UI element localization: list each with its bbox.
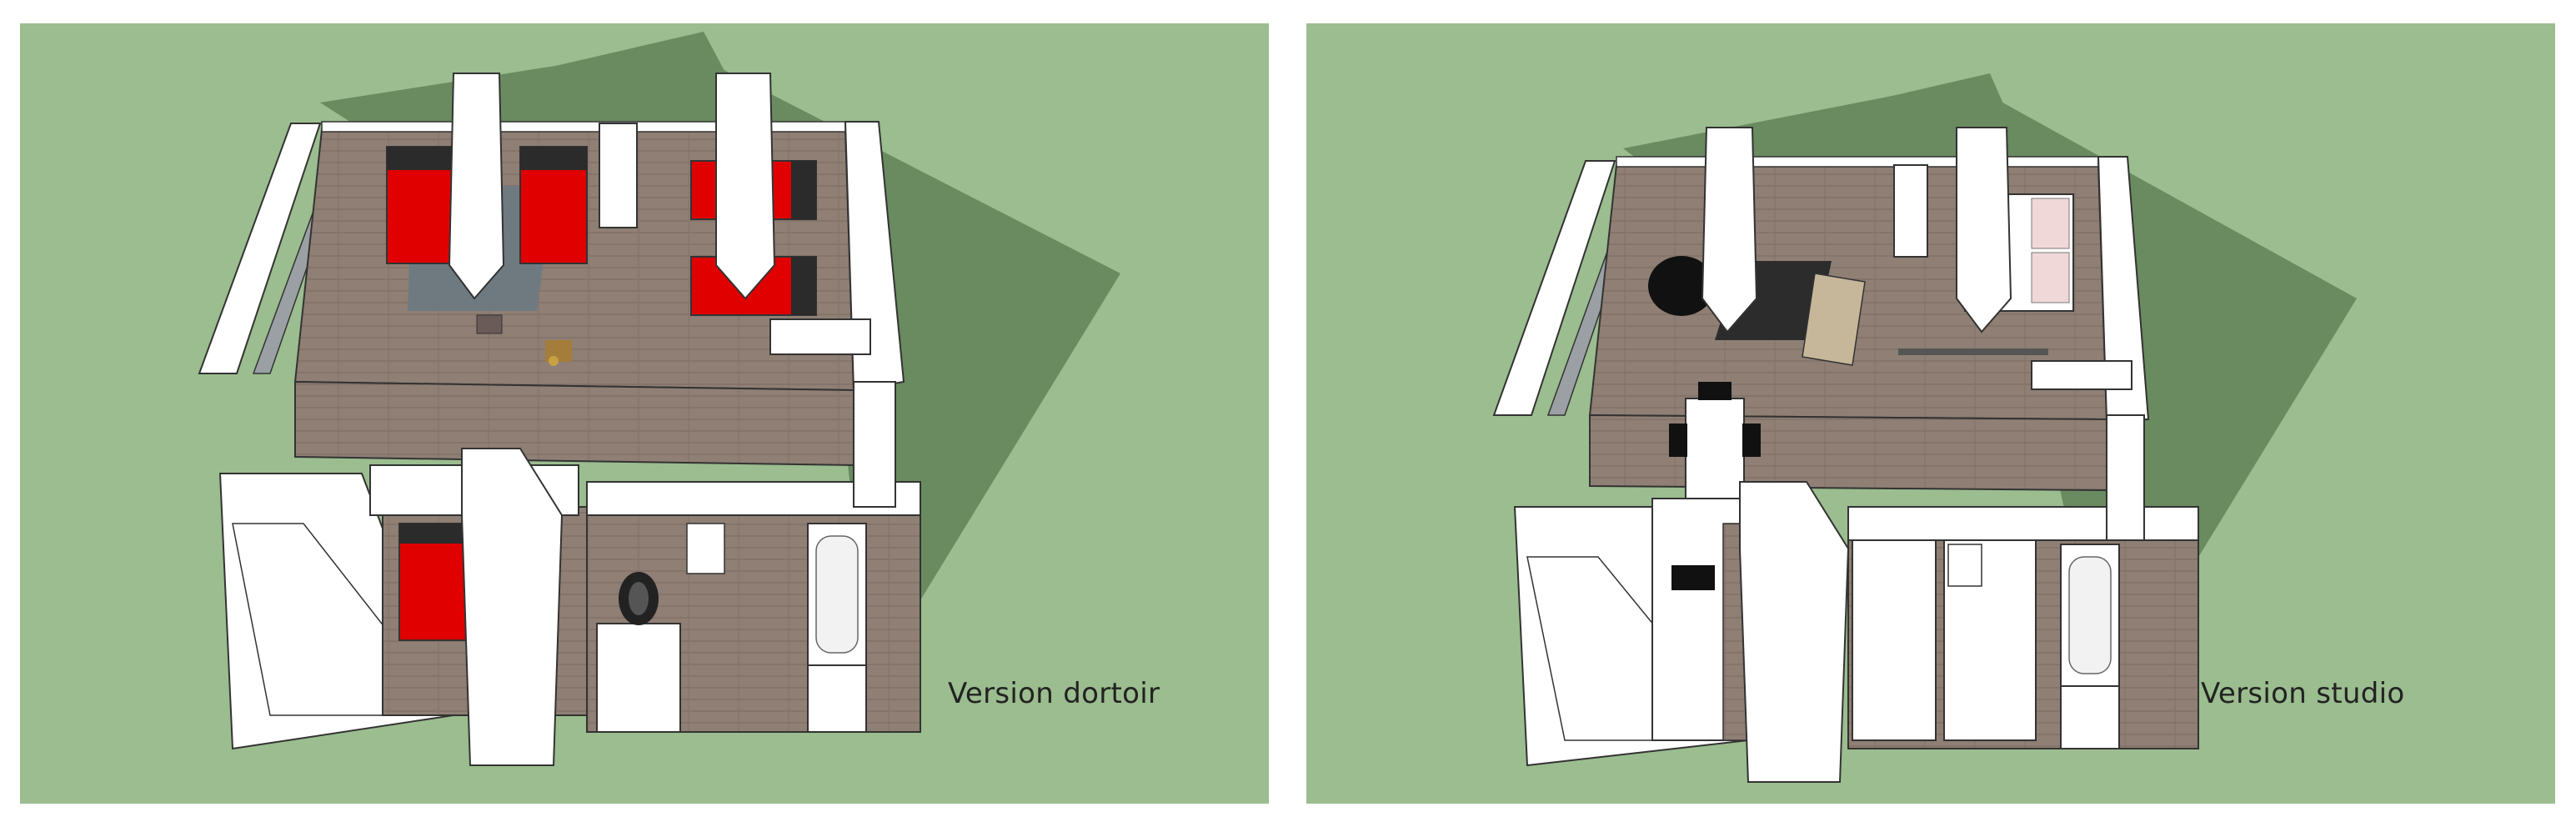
- studio-panel: Version studio: [1306, 23, 2555, 804]
- bath-step: [807, 664, 867, 733]
- bed-2: [519, 146, 588, 264]
- studio-floorplan-drawing: [1492, 73, 2357, 783]
- roof-post-bottom: [1739, 481, 1850, 783]
- caption-version-dortoir: Version dortoir: [948, 677, 1160, 710]
- right-corridor-wall: [853, 381, 896, 508]
- bathtub: [2060, 544, 2120, 687]
- toy-blocks: [545, 340, 572, 366]
- roof-post-left: [448, 73, 505, 300]
- dortoir-panel: Version dortoir: [20, 23, 1269, 804]
- left-side-wall: [198, 123, 322, 374]
- caption-version-studio: Version studio: [2201, 677, 2405, 710]
- cupboard-right: [2031, 360, 2132, 390]
- corridor-floor: [294, 380, 854, 467]
- fridge-unit: [1852, 539, 1937, 741]
- bath-step: [2060, 685, 2120, 749]
- back-wall: [1616, 156, 2099, 168]
- bed-5: [398, 523, 467, 641]
- stove: [596, 572, 681, 733]
- bed-1: [386, 146, 454, 264]
- toy-mat: [476, 314, 503, 334]
- bathroom-wall-top: [1847, 506, 2199, 541]
- sofa: [1802, 273, 1866, 366]
- shelf-unit: [1893, 164, 1928, 258]
- armchair: [1648, 256, 1715, 316]
- sink-unit: [686, 523, 725, 574]
- sink-unit: [1947, 544, 1982, 587]
- bathtub: [807, 523, 867, 666]
- right-side-wall: [2097, 156, 2150, 420]
- left-side-wall: [1492, 160, 1616, 416]
- cupboard-right: [769, 318, 871, 355]
- cooktop: [1671, 565, 1715, 590]
- cupboard-top: [599, 123, 638, 228]
- roof-post-right: [1956, 127, 2012, 333]
- corridor-floor: [1589, 414, 2107, 492]
- dining-table: [1669, 382, 1761, 499]
- right-corridor-wall: [2106, 414, 2145, 541]
- dortoir-floorplan-drawing: [198, 32, 1120, 766]
- roof-post-left: [1701, 127, 1758, 333]
- wall-shelf: [1898, 348, 2048, 355]
- roof-post-bottom: [461, 448, 564, 766]
- roof-post-right: [715, 73, 776, 300]
